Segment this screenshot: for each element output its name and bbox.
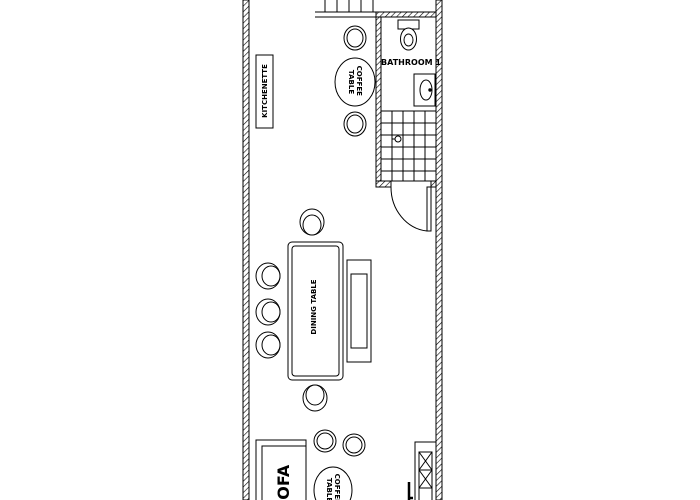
- sofa-label: SOFA: [274, 464, 293, 500]
- dining-set: [255, 208, 372, 412]
- bottom-stools: [313, 429, 366, 457]
- dining-table-label: DINING TABLE: [310, 279, 318, 334]
- bathroom-label: BATHROOM 1: [381, 58, 441, 67]
- bathroom-wall-bottom-right: [430, 180, 437, 188]
- kitchenette-counter: [255, 54, 274, 129]
- coffee-table-top: [334, 25, 376, 137]
- right-wall: [435, 0, 443, 500]
- tv-unit: [407, 482, 413, 500]
- coffee-table-bottom: [313, 466, 353, 500]
- shower-drain-icon: [392, 135, 402, 143]
- top-stair: [315, 0, 378, 18]
- sofa: [255, 439, 307, 500]
- right-cabinet: [414, 441, 437, 500]
- shower-tiles: [380, 110, 437, 182]
- bathroom-wall-top: [375, 11, 437, 18]
- bathroom-wall-left: [375, 11, 382, 187]
- bathroom-wall-bottom: [375, 180, 392, 188]
- sink-icon: [413, 73, 436, 107]
- coffee-table-bottom-label: COFFEE TABLE: [325, 474, 341, 500]
- kitchenette-label: KITCHENETTE: [261, 64, 269, 118]
- toilet-icon: [397, 19, 420, 51]
- left-wall: [242, 0, 250, 500]
- coffee-table-top-label: COFFEE TABLE: [347, 66, 363, 99]
- bathroom-door: [390, 186, 432, 232]
